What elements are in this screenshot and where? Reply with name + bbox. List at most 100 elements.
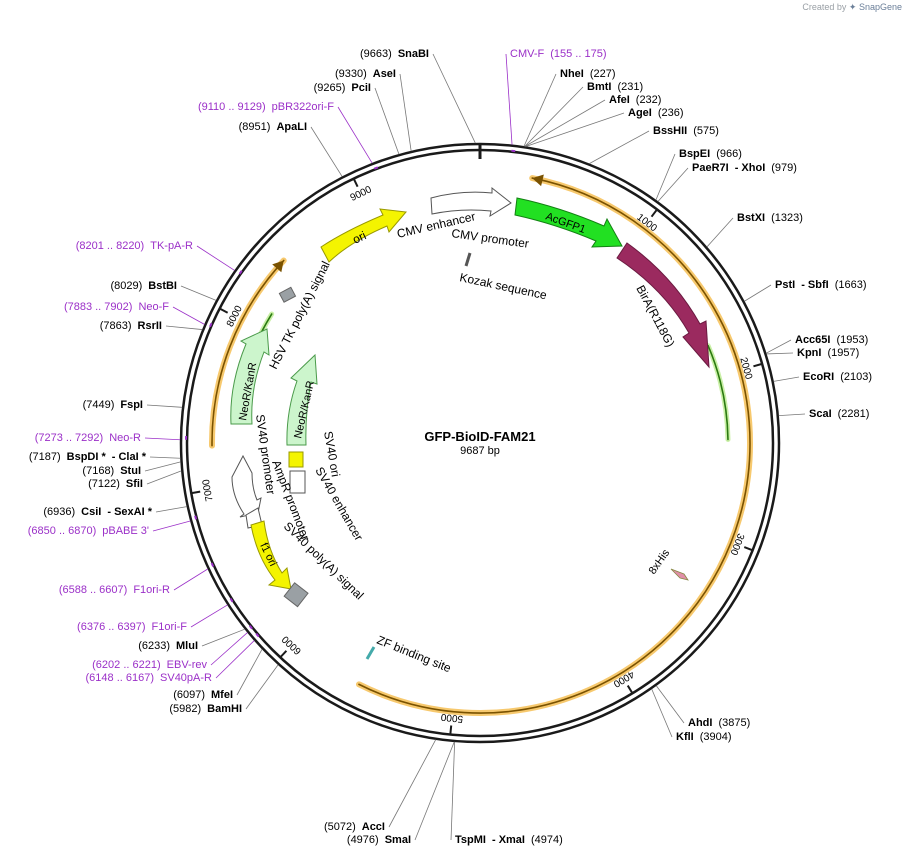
- sv40-ori-box: [288, 451, 304, 468]
- site-label-text: (6588 .. 6607)F1ori-R: [59, 584, 170, 596]
- leader-line: [505, 53, 513, 145]
- tick-mark: [626, 685, 633, 693]
- enzyme-name: - SbfI: [801, 279, 829, 291]
- site-label: KpnI(1957): [797, 347, 859, 359]
- site-label: (6936)CsiI- SexAI *: [43, 506, 152, 518]
- leader-line: [388, 739, 437, 828]
- site-label-text: (6148 .. 6167)SV40pA-R: [86, 672, 213, 684]
- enzyme-name: SfiI: [126, 478, 143, 490]
- primer-text: EBV-rev: [167, 659, 208, 671]
- primer-mark: [373, 166, 379, 170]
- enzyme-name: BssHII: [653, 125, 687, 137]
- primer-mark: [194, 515, 198, 520]
- position-text: (1957): [827, 347, 859, 359]
- leader-line: [215, 640, 255, 679]
- position-text: (966): [716, 148, 742, 160]
- sv40-polya-box: [283, 582, 309, 608]
- position-text: (2281): [838, 408, 870, 420]
- site-label: (8951)ApaLI: [239, 121, 307, 133]
- leader-line: [144, 461, 181, 472]
- position-text: (1663): [835, 279, 867, 291]
- tick-mark: [743, 546, 753, 551]
- leader-line: [655, 685, 685, 724]
- leader-line: [173, 568, 208, 591]
- primer-text: (7273 .. 7292): [35, 432, 104, 444]
- site-label-text: (7187)BspDI *- ClaI *: [29, 451, 147, 463]
- site-leader-lines: [144, 53, 806, 841]
- enzyme-name: KflI: [676, 731, 694, 743]
- leader-line: [165, 325, 203, 330]
- site-label-text: (9663)SnaBI: [360, 48, 429, 60]
- position-text: (3875): [718, 717, 750, 729]
- site-label-text: CMV-F (155 .. 175): [510, 48, 607, 60]
- primer-text: SV40pA-R: [160, 672, 212, 684]
- site-label: NheI(227): [560, 68, 616, 80]
- site-label-text: (6376 .. 6397)F1ori-F: [77, 621, 187, 633]
- site-label-text: (6233)MluI: [138, 640, 198, 652]
- site-label: (9110 .. 9129)pBR322ori-F: [198, 101, 334, 113]
- site-label: (7863)RsrII: [100, 320, 162, 332]
- leader-line: [236, 648, 263, 696]
- feature-label-cmv-promoter: CMV promoter: [451, 226, 530, 251]
- site-label-text: (7449)FspI: [83, 399, 143, 411]
- leader-line: [155, 506, 187, 513]
- site-label: AgeI(236): [628, 107, 684, 119]
- backbone-feature-arc-left: [211, 259, 285, 447]
- site-label: (6148 .. 6167)SV40pA-R: [86, 672, 213, 684]
- plasmid-length: 9687 bp: [460, 445, 500, 457]
- leader-line: [172, 306, 205, 325]
- kozak-mark: [464, 252, 472, 267]
- enzyme-name: AhdI: [688, 717, 712, 729]
- enzyme-name: AccI: [362, 821, 385, 833]
- leader-line: [144, 437, 181, 441]
- enzyme-name: CsiI: [81, 506, 101, 518]
- enzyme-name: ScaI: [809, 408, 832, 420]
- zf-binding-mark: [365, 646, 376, 660]
- site-label: (7122)SfiI: [88, 478, 143, 490]
- site-label: BmtI(231): [587, 81, 643, 93]
- primer-text: CMV-F: [510, 48, 545, 60]
- site-label: (7187)BspDI *- ClaI *: [29, 451, 147, 463]
- green-arc-right-glow: [705, 343, 731, 443]
- enzyme-name: PciI: [351, 82, 371, 94]
- enzyme-name: SnaBI: [398, 48, 429, 60]
- backbone-feature-arc-main: [358, 177, 751, 714]
- credit-brand: SnapGene: [858, 2, 902, 12]
- site-label-text: (9110 .. 9129)pBR322ori-F: [198, 101, 334, 113]
- backbone-feature-arc-main-arrowhead: [532, 174, 544, 187]
- site-label-text: (5072)AccI: [324, 821, 385, 833]
- enzyme-name: SmaI: [385, 834, 411, 846]
- site-label: (7883 .. 7902)Neo-F: [64, 301, 169, 313]
- primer-text: pBR322ori-F: [272, 101, 335, 113]
- site-label-text: AgeI(236): [628, 107, 684, 119]
- site-label: (5982)BamHI: [169, 703, 242, 715]
- site-label: (5072)AccI: [324, 821, 385, 833]
- feature-label-hsv-tk: HSV TK poly(A) signal: [266, 259, 333, 372]
- site-label-text: AfeI(232): [609, 94, 661, 106]
- primer-text: (6588 .. 6607): [59, 584, 128, 596]
- position-text: (9330): [335, 68, 367, 80]
- leader-line: [190, 604, 228, 628]
- position-text: (8951): [239, 121, 271, 133]
- position-text: (1953): [836, 334, 868, 346]
- enzyme-name: RsrII: [138, 320, 162, 332]
- site-label-text: (8029)BstBI: [110, 280, 177, 292]
- site-label: (7168)StuI: [82, 465, 141, 477]
- leader-line: [310, 126, 343, 177]
- primer-mark: [255, 633, 260, 638]
- leader-line: [146, 404, 183, 408]
- position-text: (236): [658, 107, 684, 119]
- leader-line: [180, 285, 217, 301]
- primer-mark: [238, 270, 243, 275]
- leader-line: [149, 456, 181, 459]
- site-label-text: (7273 .. 7292)Neo-R: [35, 432, 141, 444]
- site-label-text: PaeR7I- XhoI(979): [692, 162, 797, 174]
- primer-text: (155 .. 175): [550, 48, 606, 60]
- hsv-tk-polya-box: [278, 286, 297, 303]
- site-label-text: (5982)BamHI: [169, 703, 242, 715]
- tick-mark: [192, 490, 201, 494]
- position-text: (4976): [347, 834, 379, 846]
- primer-mark: [248, 625, 253, 630]
